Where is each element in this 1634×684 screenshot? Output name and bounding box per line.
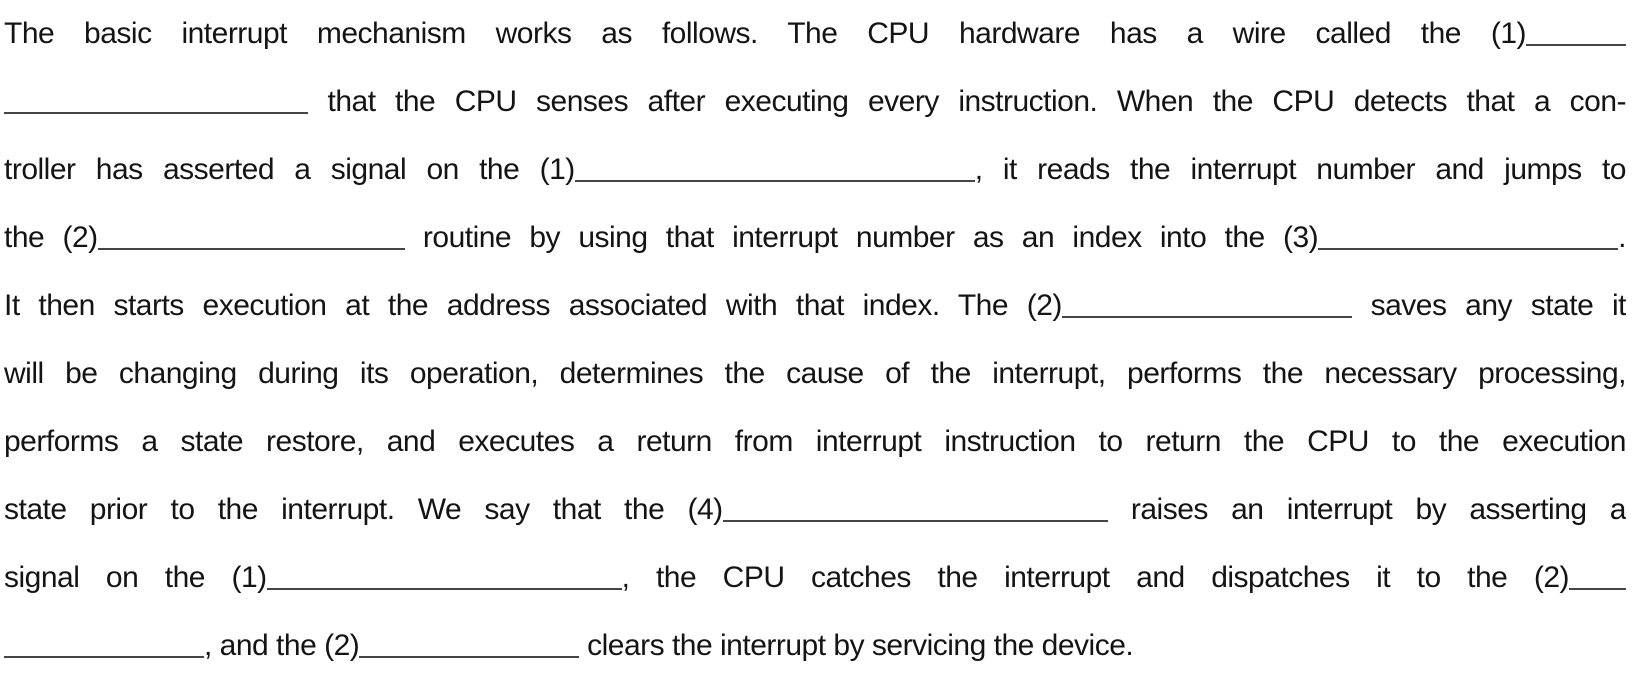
line-text: clears the interrupt by servicing the de…: [587, 629, 1134, 662]
line-text: state prior to the interrupt. We say tha…: [4, 493, 723, 526]
fill-in-blank-2: [1569, 559, 1626, 590]
fill-in-blank-4: [722, 491, 1108, 522]
line-text: It then starts execution at the address …: [4, 289, 1062, 322]
text-line-6: will be changing during its operation, d…: [4, 340, 1626, 408]
text-line-4: the (2) routine by using that interrupt …: [4, 204, 1626, 272]
line-text: , it reads the interrupt number and jump…: [974, 153, 1626, 186]
line-text: .: [1618, 221, 1626, 254]
fill-in-blank-3: [1318, 219, 1619, 250]
fill-in-blank-2: [97, 219, 405, 250]
text-line-1: The basic interrupt mechanism works as f…: [4, 0, 1626, 68]
text-line-10: , and the (2) clears the interrupt by se…: [4, 612, 1626, 680]
line-text: The basic interrupt mechanism works as f…: [4, 17, 1527, 50]
fill-in-blank-1: [574, 151, 975, 182]
text-line-7: performs a state restore, and executes a…: [4, 408, 1626, 476]
line-text: the (2): [4, 221, 98, 254]
fill-in-blank-2: [1061, 287, 1352, 318]
fill-in-blank-1: [266, 559, 622, 590]
line-text: performs a state restore, and executes a…: [4, 425, 1626, 458]
line-text: will be changing during its operation, d…: [4, 357, 1626, 390]
text-line-8: state prior to the interrupt. We say tha…: [4, 476, 1626, 544]
fill-in-blank-1-continued: [4, 83, 308, 114]
fill-in-blank-2: [359, 627, 580, 658]
line-text: , and the (2): [204, 629, 360, 662]
text-line-3: troller has asserted a signal on the (1)…: [4, 136, 1626, 204]
line-text: raises an interrupt by asserting a: [1130, 493, 1626, 526]
line-text: troller has asserted a signal on the (1): [4, 153, 575, 186]
text-line-5: It then starts execution at the address …: [4, 272, 1626, 340]
line-text: routine by using that interrupt number a…: [422, 221, 1319, 254]
fill-in-blank-1: [1526, 15, 1626, 46]
fill-in-blank-2-continued: [4, 627, 204, 658]
text-line-2: that the CPU senses after executing ever…: [4, 68, 1626, 136]
line-text: , the CPU catches the interrupt and disp…: [621, 561, 1570, 594]
line-text: saves any state it: [1370, 289, 1626, 322]
line-text: signal on the (1): [4, 561, 267, 594]
text-line-9: signal on the (1) , the CPU catches the i…: [4, 544, 1626, 612]
line-text: that the CPU senses after executing ever…: [327, 85, 1626, 118]
